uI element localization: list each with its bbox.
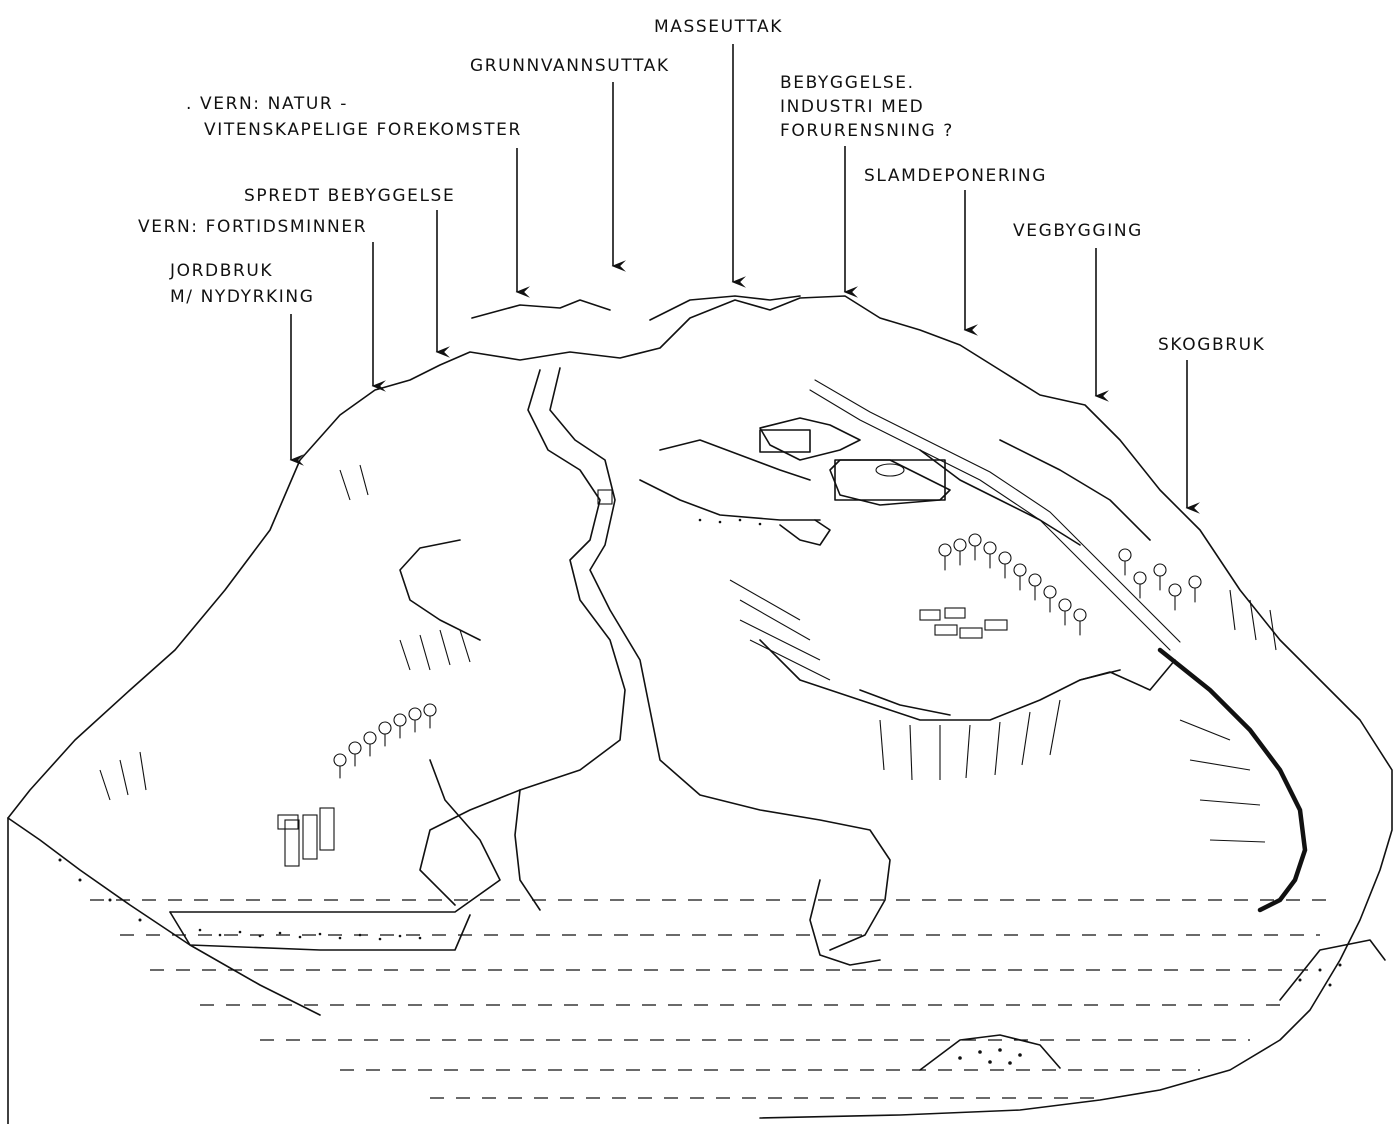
tree-cluster-left (334, 704, 436, 778)
label-bebyggelse-line1: BEBYGGELSE. (780, 73, 915, 93)
sand-dots (59, 519, 1342, 1065)
label-jordbruk-line1: JORDBRUK (169, 261, 273, 281)
label-jordbruk-line2: M/ NYDYRKING (170, 287, 315, 307)
tree-cluster-right (939, 534, 1086, 635)
buildings (278, 430, 1007, 866)
label-grunnvannsuttak: GRUNNVANNSUTTAK (470, 56, 670, 76)
tree-cluster-far-right (1119, 549, 1201, 610)
groundwater-section (90, 900, 1385, 1098)
block-outline (8, 296, 1392, 1124)
label-masseuttak: MASSEUTTAK (654, 17, 783, 37)
label-vern-natur-line1: . VERN: NATUR - (186, 94, 348, 114)
label-bebyggelse-line2: INDUSTRI MED (780, 97, 924, 117)
label-slamdeponering: SLAMDEPONERING (864, 166, 1047, 186)
pointer-arrows (291, 44, 1187, 508)
label-skogbruk: SKOGBRUK (1158, 335, 1265, 355)
river (420, 368, 890, 965)
label-vegbygging: VEGBYGGING (1013, 221, 1143, 241)
label-vern-natur-line2: VITENSKAPELIGE FOREKOMSTER (204, 120, 522, 140)
trees (334, 534, 1201, 778)
label-vern-fortidsminner: VERN: FORTIDSMINNER (138, 217, 367, 237)
terraces (170, 418, 1175, 950)
label-bebyggelse-line3: FORURENSNING ? (780, 121, 954, 141)
label-spredt-bebyggelse: SPREDT BEBYGGELSE (244, 186, 455, 206)
